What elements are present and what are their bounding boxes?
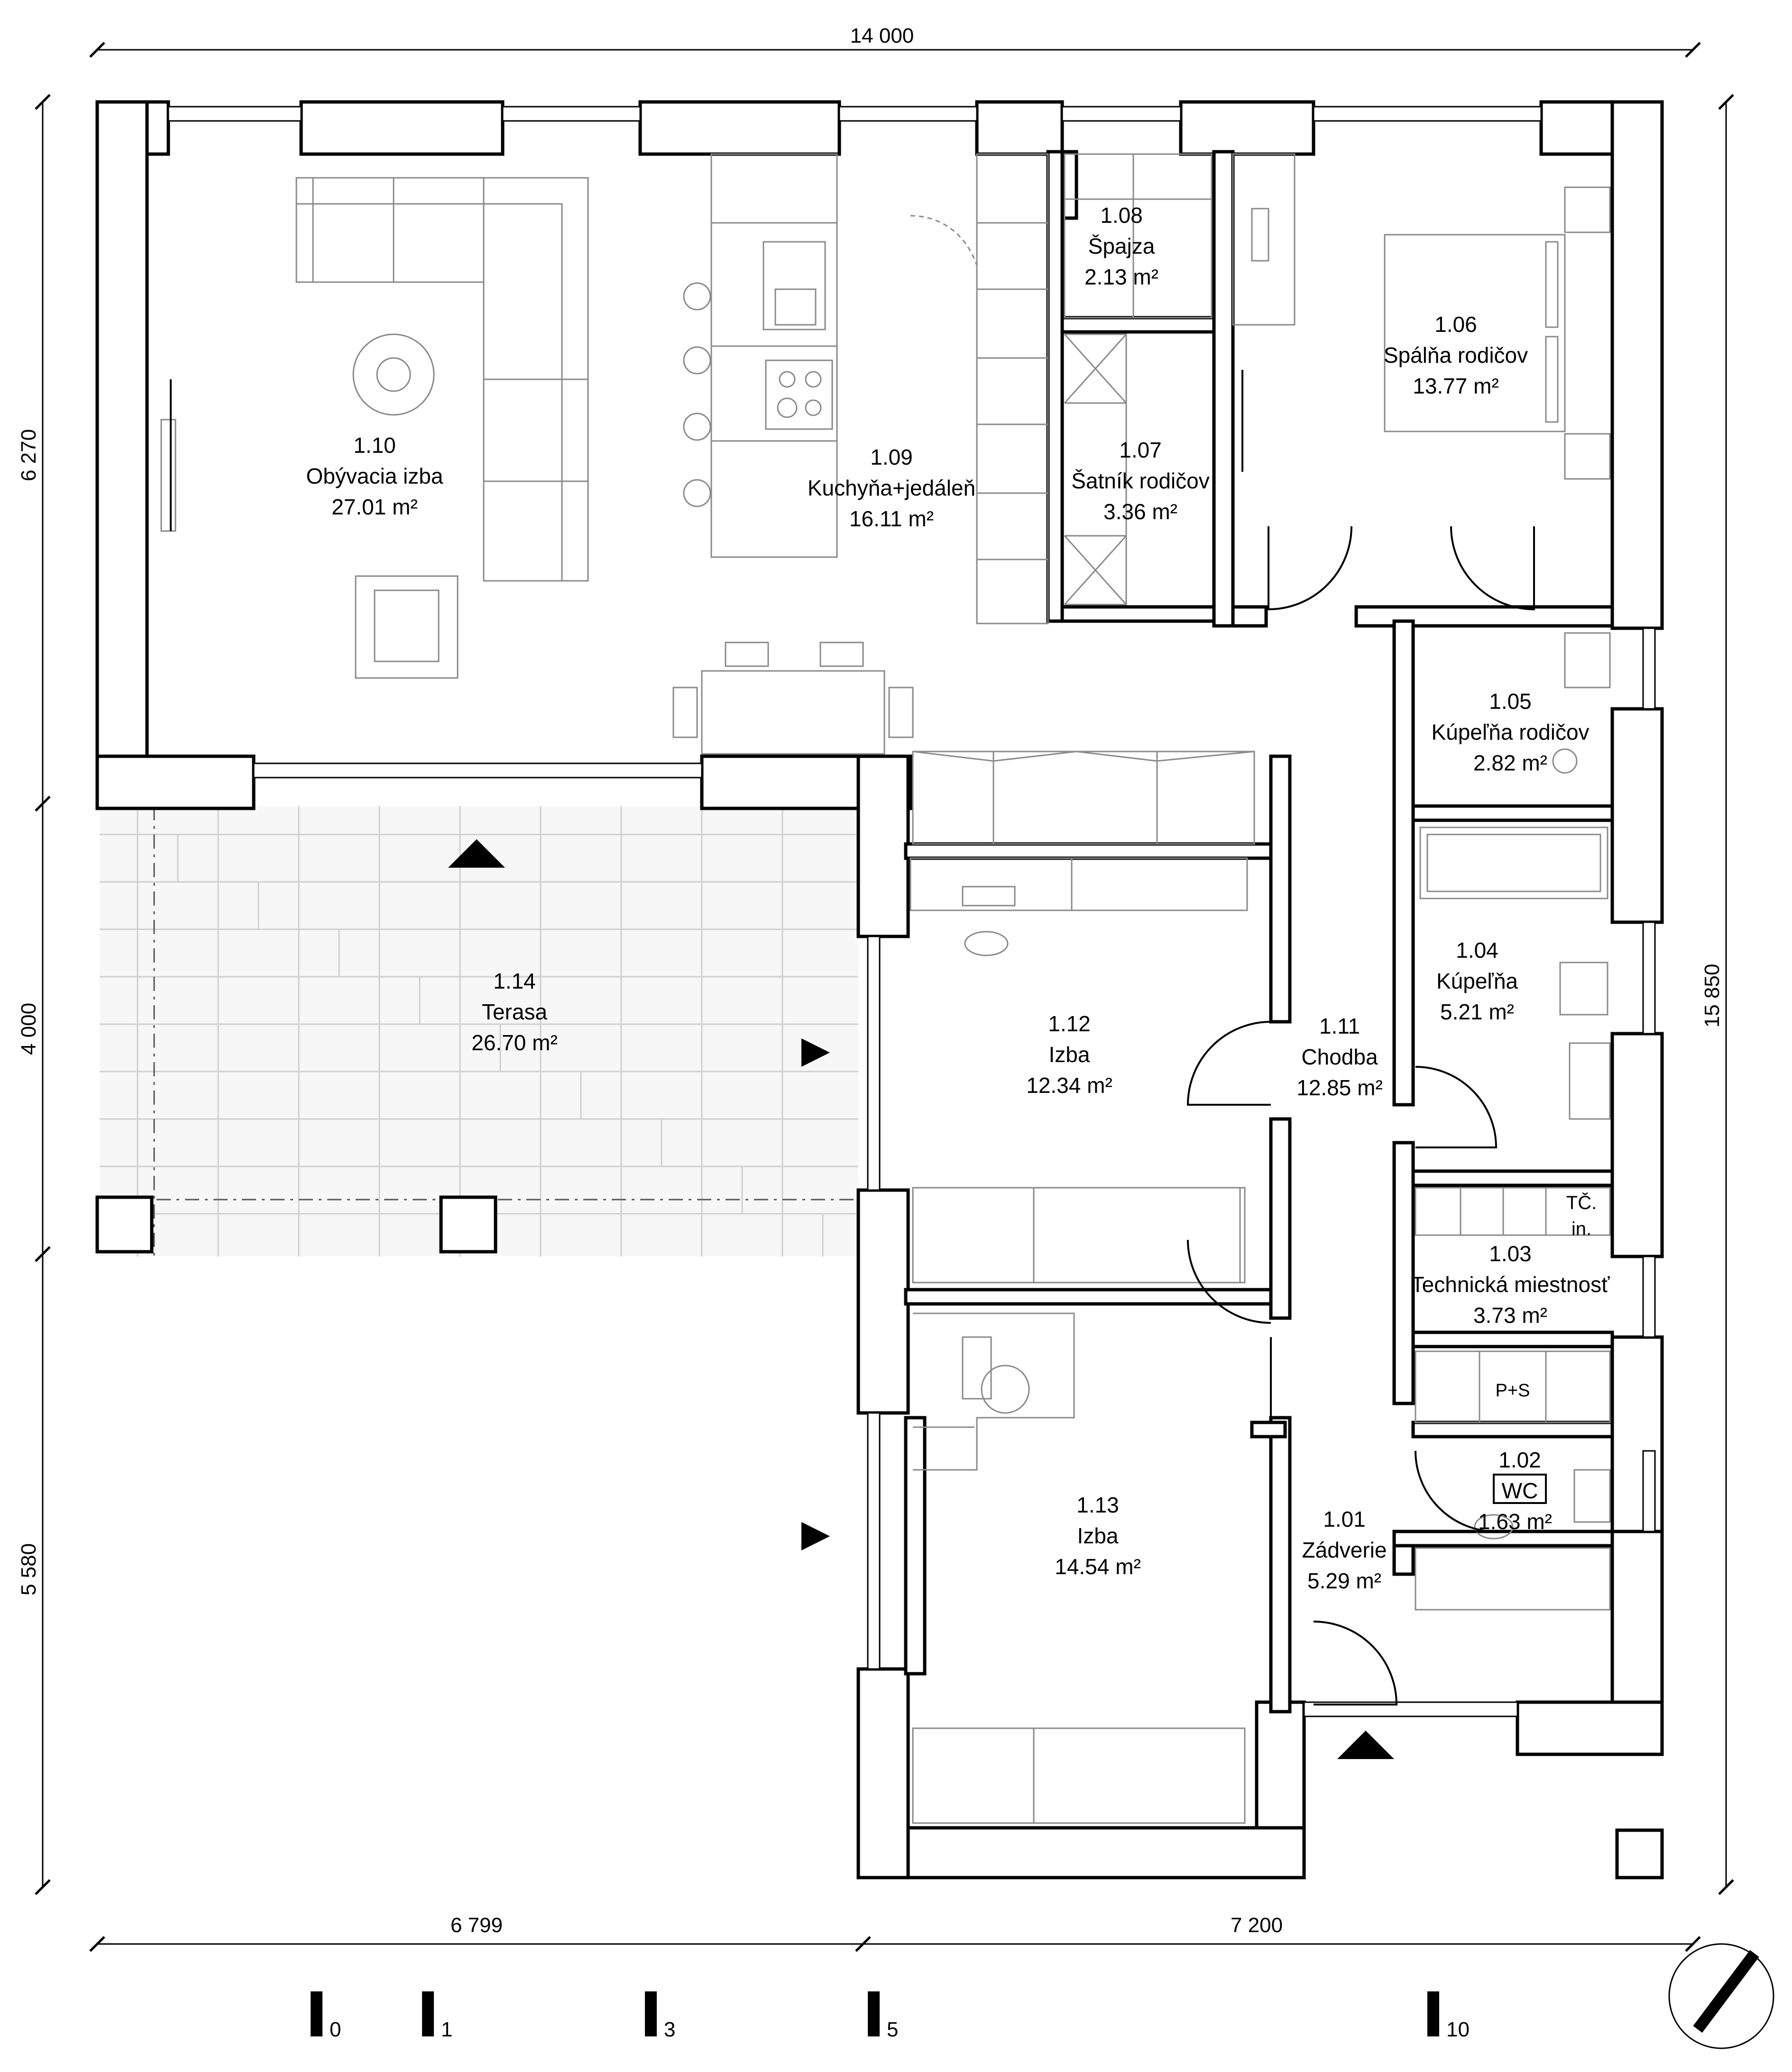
room-name: Obývacia izba bbox=[306, 464, 443, 488]
heat-pump-label: TČ. bbox=[1566, 1192, 1597, 1213]
dim-left-middle: 4 000 bbox=[17, 1003, 40, 1055]
room-name: Terasa bbox=[482, 999, 547, 1024]
room-area: 12.34 m² bbox=[1026, 1073, 1112, 1098]
room-name: Chodba bbox=[1301, 1045, 1378, 1069]
room-area: 5.29 m² bbox=[1307, 1568, 1381, 1593]
scale-label-0: 0 bbox=[330, 2018, 341, 2041]
room-area: 1.63 m² bbox=[1478, 1509, 1552, 1534]
room-1-06: 1.06 Spálňa rodičov 13.77 m² bbox=[1384, 312, 1528, 398]
view-markers bbox=[448, 839, 1394, 1759]
scale-label-1: 1 bbox=[441, 2018, 452, 2041]
room-number: 1.04 bbox=[1456, 938, 1498, 963]
room-1-03: 1.03 Technická miestnosť 3.73 m² bbox=[1411, 1241, 1610, 1328]
room-labels: 1.10 Obývacia izba 27.01 m² 1.09 Kuchyňa… bbox=[306, 203, 1610, 1593]
room-number: 1.11 bbox=[1319, 1014, 1360, 1038]
room-1-10: 1.10 Obývacia izba 27.01 m² bbox=[306, 433, 443, 519]
room-area: 3.73 m² bbox=[1473, 1303, 1547, 1328]
scale-bar: 0 1 3 5 10 bbox=[311, 1991, 1470, 2041]
room-area: 26.70 m² bbox=[471, 1030, 558, 1055]
room-name: Kúpeľňa bbox=[1436, 969, 1518, 993]
heat-pump-unit-label: in. bbox=[1571, 1219, 1591, 1239]
room-1-05: 1.05 Kúpeľňa rodičov 2.82 m² bbox=[1431, 689, 1589, 775]
scale-label-10: 10 bbox=[1446, 2018, 1470, 2041]
room-number: 1.12 bbox=[1048, 1011, 1091, 1036]
room-area: 27.01 m² bbox=[331, 495, 418, 519]
room-1-13: 1.13 Izba 14.54 m² bbox=[1055, 1493, 1141, 1579]
dim-left-lower: 5 580 bbox=[17, 1543, 40, 1595]
room-number: 1.08 bbox=[1100, 203, 1143, 228]
room-area: 12.85 m² bbox=[1296, 1075, 1383, 1100]
room-number: 1.03 bbox=[1489, 1241, 1532, 1266]
dim-bottom-left: 6 799 bbox=[450, 1914, 503, 1937]
room-number: 1.06 bbox=[1434, 312, 1477, 337]
windows bbox=[167, 106, 1656, 1717]
scale-label-3: 3 bbox=[664, 2018, 675, 2041]
furniture bbox=[160, 153, 1611, 1824]
room-1-02: 1.02 WC 1.63 m² bbox=[1478, 1448, 1552, 1534]
room-name: Špajza bbox=[1088, 234, 1155, 258]
room-area: 16.11 m² bbox=[849, 506, 934, 531]
room-number: 1.14 bbox=[493, 969, 536, 993]
north-arrow-icon bbox=[1668, 1943, 1774, 2049]
room-area: 13.77 m² bbox=[1413, 374, 1499, 398]
room-name: Technická miestnosť bbox=[1411, 1272, 1610, 1297]
room-name: Izba bbox=[1049, 1042, 1090, 1067]
walls bbox=[95, 100, 1664, 1879]
room-number: 1.02 bbox=[1498, 1448, 1541, 1472]
room-1-09: 1.09 Kuchyňa+jedáleň 16.11 m² bbox=[808, 445, 975, 531]
room-name: Šatník rodičov bbox=[1071, 468, 1209, 493]
room-name: Spálňa rodičov bbox=[1384, 343, 1528, 367]
dim-bottom-right: 7 200 bbox=[1231, 1914, 1283, 1937]
room-1-14: 1.14 Terasa 26.70 m² bbox=[471, 969, 558, 1055]
scale-label-5: 5 bbox=[887, 2018, 898, 2041]
room-1-07: 1.07 Šatník rodičov 3.36 m² bbox=[1071, 438, 1209, 524]
room-name: Zádverie bbox=[1302, 1538, 1387, 1562]
room-1-12: 1.12 Izba 12.34 m² bbox=[1026, 1011, 1112, 1098]
room-number: 1.07 bbox=[1119, 438, 1162, 462]
room-1-04: 1.04 Kúpeľňa 5.21 m² bbox=[1436, 938, 1518, 1024]
room-number: 1.13 bbox=[1076, 1493, 1119, 1517]
room-area: 14.54 m² bbox=[1055, 1554, 1141, 1579]
room-area: 3.36 m² bbox=[1103, 499, 1177, 524]
dim-top-total: 14 000 bbox=[850, 24, 914, 47]
room-number: 1.05 bbox=[1489, 689, 1532, 714]
washer-dryer-label: P+S bbox=[1496, 1381, 1530, 1401]
room-name: Izba bbox=[1077, 1523, 1119, 1548]
room-name: Kúpeľňa rodičov bbox=[1431, 720, 1589, 744]
room-area: 5.21 m² bbox=[1440, 999, 1514, 1024]
room-1-08: 1.08 Špajza 2.13 m² bbox=[1084, 203, 1158, 289]
dim-left-upper: 6 270 bbox=[17, 429, 40, 481]
dim-right-total: 15 850 bbox=[1700, 964, 1724, 1028]
room-number: 1.01 bbox=[1323, 1507, 1366, 1531]
terrace-paving bbox=[100, 806, 858, 1256]
room-name: Kuchyňa+jedáleň bbox=[808, 476, 975, 500]
room-1-01: 1.01 Zádverie 5.29 m² bbox=[1302, 1507, 1387, 1593]
room-1-11: 1.11 Chodba 12.85 m² bbox=[1296, 1014, 1383, 1100]
room-area: 2.13 m² bbox=[1084, 265, 1158, 289]
room-number: 1.10 bbox=[353, 433, 396, 458]
room-name: WC bbox=[1502, 1478, 1538, 1503]
room-area: 2.82 m² bbox=[1473, 751, 1547, 775]
dimension-lines: 14 000 6 799 7 200 6 270 4 000 5 580 15 … bbox=[17, 24, 1734, 1952]
doors bbox=[1186, 370, 1535, 1705]
room-number: 1.09 bbox=[870, 445, 913, 469]
